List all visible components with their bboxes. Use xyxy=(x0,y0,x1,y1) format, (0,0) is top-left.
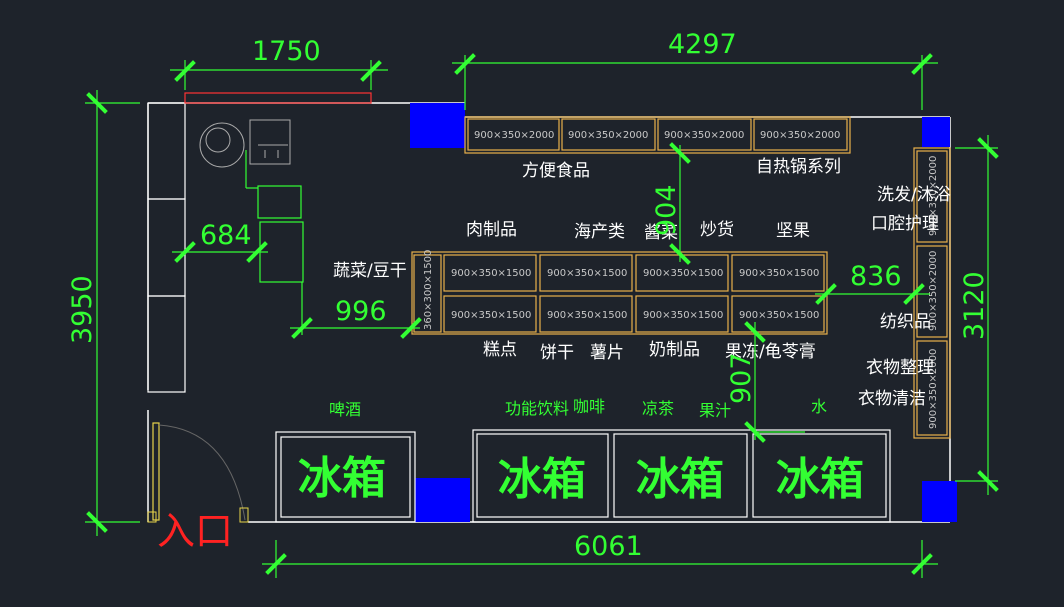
dim-bottom: 6061 xyxy=(574,531,643,562)
shelf-size-mid-4: 900×350×1500 xyxy=(739,268,819,279)
label-juice: 果汁 xyxy=(699,401,731,420)
shelf-size-mid-2: 900×350×1500 xyxy=(547,268,627,279)
shelf-size-mid-5: 900×350×1500 xyxy=(451,310,531,321)
columns xyxy=(410,103,957,522)
dim-836: 836 xyxy=(850,261,902,292)
shelf-size-mid-1: 900×350×1500 xyxy=(451,268,531,279)
label-biscuit: 饼干 xyxy=(540,343,574,363)
label-tea: 凉茶 xyxy=(642,399,674,418)
label-self-heating: 自热锅系列 xyxy=(756,157,841,177)
dim-684: 684 xyxy=(200,220,252,251)
dimension-ticks xyxy=(86,53,999,575)
dim-996: 996 xyxy=(335,296,387,327)
dim-904: 904 xyxy=(651,184,682,236)
label-dairy: 奶制品 xyxy=(649,340,700,360)
label-clean-1: 衣物整理 xyxy=(866,358,934,378)
shelf-size-right-1: 900×350×2000 xyxy=(928,156,939,236)
label-shampoo-1: 洗发/沐浴 xyxy=(877,185,951,205)
shelf-top-row xyxy=(464,116,851,154)
counter-table xyxy=(245,150,304,283)
entrance-label: 入口 xyxy=(157,509,233,553)
fridge-label-1: 冰箱 xyxy=(298,453,386,504)
label-water: 水 xyxy=(811,397,827,416)
label-energy: 功能饮料 xyxy=(505,399,569,418)
cashier-counter xyxy=(147,102,186,393)
shelf-size-end: 360×300×1500 xyxy=(423,250,434,330)
fridge-label-4: 冰箱 xyxy=(776,454,864,505)
column-bottom-right xyxy=(922,481,957,522)
label-instant-food: 方便食品 xyxy=(522,161,590,181)
label-coffee: 咖啡 xyxy=(573,397,605,416)
column-bottom-mid xyxy=(415,478,470,522)
label-clean-2: 衣物清洁 xyxy=(858,389,926,409)
shelf-middle-island xyxy=(411,251,828,335)
shelf-size-mid-8: 900×350×1500 xyxy=(739,310,819,321)
column-top-left xyxy=(410,103,465,148)
shelf-size-top-2: 900×350×2000 xyxy=(568,130,648,141)
label-seafood: 海产类 xyxy=(574,222,625,242)
label-jelly: 果冻/龟苓膏 xyxy=(725,341,816,362)
label-chips: 薯片 xyxy=(590,343,624,363)
dim-left: 3950 xyxy=(67,275,98,344)
fridge-label-3: 冰箱 xyxy=(636,454,724,505)
cashier-window xyxy=(184,92,372,104)
label-pastry: 糕点 xyxy=(483,340,517,360)
shelf-size-mid-7: 900×350×1500 xyxy=(643,310,723,321)
dim-right: 3120 xyxy=(959,271,990,340)
column-top-right xyxy=(922,117,950,147)
dim-907: 907 xyxy=(726,352,757,404)
dimension-lines xyxy=(85,55,998,578)
fridges xyxy=(275,429,891,523)
entrance-door xyxy=(147,422,249,523)
label-pickles: 酱菜 xyxy=(644,223,678,243)
label-textile: 纺织品 xyxy=(880,312,931,332)
shelf-size-mid-6: 900×350×1500 xyxy=(547,310,627,321)
fridge-label-2: 冰箱 xyxy=(498,454,586,505)
label-veg-tofu: 蔬菜/豆干 xyxy=(333,261,407,281)
shelf-size-mid-3: 900×350×1500 xyxy=(643,268,723,279)
label-roasted: 炒货 xyxy=(700,220,734,240)
shelf-size-right-3: 900×350×2000 xyxy=(928,349,939,429)
shelf-size-top-4: 900×350×2000 xyxy=(760,130,840,141)
shelf-size-right-2: 900×350×2000 xyxy=(928,251,939,331)
dim-top-left: 1750 xyxy=(252,36,321,67)
cashier-chair xyxy=(199,119,291,168)
label-nuts: 坚果 xyxy=(776,221,810,241)
label-beer: 啤酒 xyxy=(329,400,361,419)
dim-top-right: 4297 xyxy=(668,29,737,60)
label-meat: 肉制品 xyxy=(466,220,517,240)
shelf-size-top-1: 900×350×2000 xyxy=(474,130,554,141)
shelf-size-top-3: 900×350×2000 xyxy=(664,130,744,141)
label-shampoo-2: 口腔护理 xyxy=(871,214,939,234)
